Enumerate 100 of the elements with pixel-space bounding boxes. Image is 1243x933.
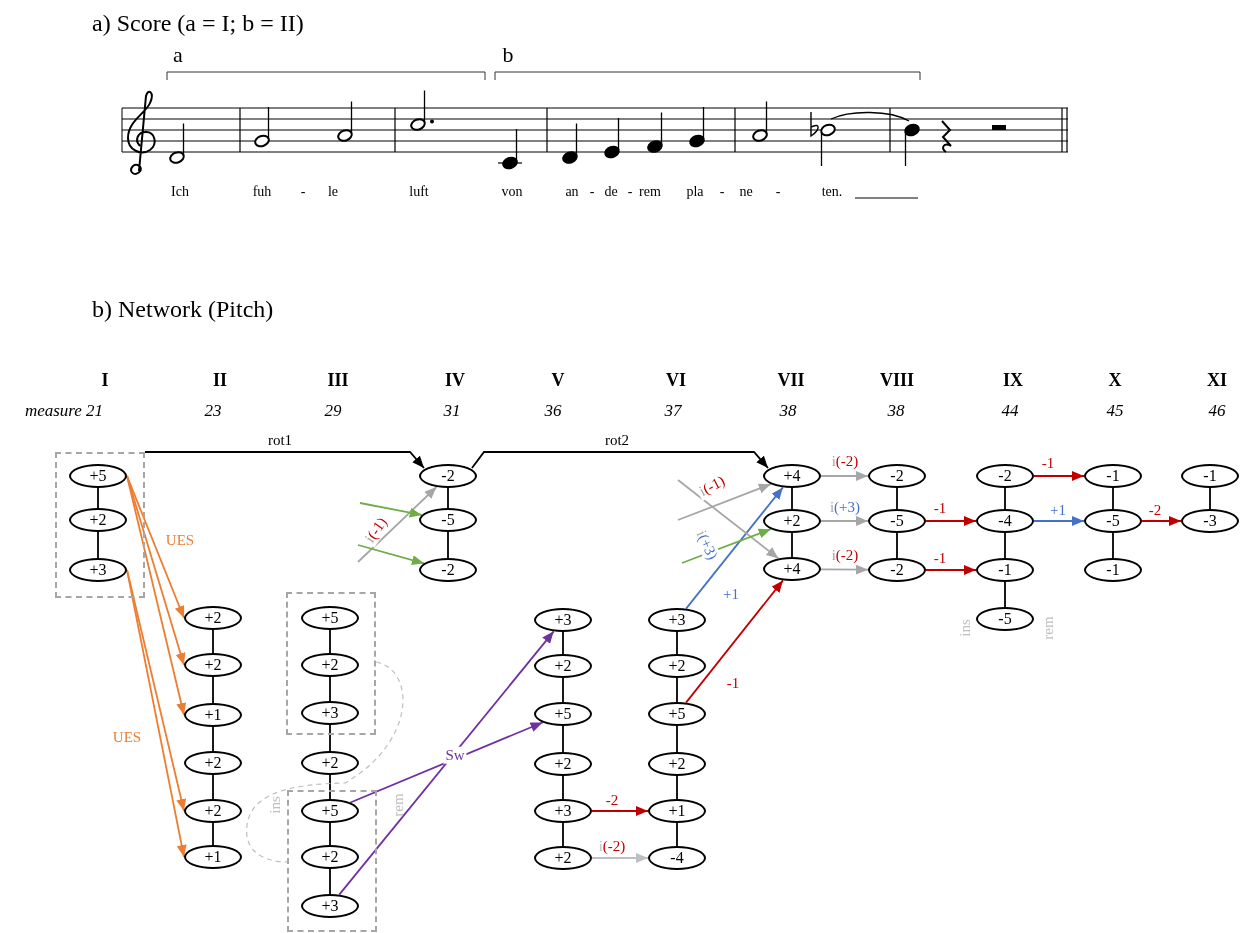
connector-line xyxy=(1112,487,1114,510)
section-heading: a) Score (a = I; b = II) xyxy=(92,10,304,37)
lyric-syllable: de xyxy=(604,184,618,200)
arrow xyxy=(357,486,438,563)
connector-line xyxy=(1004,581,1006,608)
arrow xyxy=(126,569,187,812)
pitch-ellipse: -1 xyxy=(1084,558,1142,582)
connector-line xyxy=(676,677,678,703)
connector-line xyxy=(562,775,564,800)
pitch-ellipse: +2 xyxy=(763,509,821,533)
connector-line xyxy=(212,726,214,752)
arrow xyxy=(144,451,425,469)
arrow xyxy=(1033,471,1085,481)
connector-line xyxy=(212,822,214,846)
arrow xyxy=(925,516,977,526)
pitch-ellipse: +5 xyxy=(69,464,127,488)
lyric-syllable: le xyxy=(327,184,339,200)
connector-line xyxy=(212,774,214,800)
pitch-ellipse: -1 xyxy=(976,558,1034,582)
connector-line xyxy=(329,724,331,752)
connector-line xyxy=(329,629,331,654)
measure-number: 38 xyxy=(887,401,905,421)
pitch-ellipse: +5 xyxy=(301,799,359,823)
edge-label: i(+3) xyxy=(827,498,863,516)
column-numeral: III xyxy=(327,371,349,391)
lyric-syllable: Ich xyxy=(171,184,189,200)
connector-line xyxy=(896,487,898,510)
measure-number: 44 xyxy=(1001,401,1019,421)
pitch-ellipse: -1 xyxy=(1181,464,1239,488)
connector-line xyxy=(1004,487,1006,510)
lyric-syllable: an xyxy=(565,184,579,200)
column-numeral: II xyxy=(213,371,227,391)
arrow xyxy=(685,486,784,610)
pitch-ellipse: +4 xyxy=(763,464,821,488)
arrow xyxy=(126,475,187,716)
measure-number: measure 21 xyxy=(24,401,104,421)
dashed-group-box xyxy=(287,790,377,932)
connector-line xyxy=(329,868,331,895)
connector-line xyxy=(212,629,214,654)
pitch-ellipse: -5 xyxy=(419,508,477,532)
pitch-ellipse: -2 xyxy=(419,558,477,582)
arrow xyxy=(820,564,869,575)
lyric-syllable: von xyxy=(501,184,523,200)
edge-label: Sw xyxy=(443,746,467,764)
connector-line xyxy=(562,631,564,655)
dashed-connector xyxy=(246,661,404,863)
connector-line xyxy=(791,532,793,558)
bracket-label: b xyxy=(502,42,514,68)
connector-line xyxy=(329,822,331,846)
pitch-ellipse: +5 xyxy=(301,606,359,630)
edge-label: i(-2) xyxy=(829,452,861,470)
pitch-ellipse: +2 xyxy=(184,751,242,775)
arrow xyxy=(591,853,649,863)
measure-number: 46 xyxy=(1208,401,1226,421)
measure-number: 29 xyxy=(324,401,342,421)
pitch-ellipse: +2 xyxy=(184,799,242,823)
pitch-ellipse: +2 xyxy=(184,606,242,630)
measure-number: 37 xyxy=(664,401,682,421)
connector-line xyxy=(562,822,564,847)
connector-line xyxy=(562,677,564,703)
connector-line xyxy=(447,487,449,509)
connector-line xyxy=(97,531,99,559)
pitch-ellipse: -2 xyxy=(868,558,926,582)
pitch-ellipse: -3 xyxy=(1181,509,1239,533)
lyric-syllable: luft xyxy=(409,184,429,200)
pitch-ellipse: +2 xyxy=(69,508,127,532)
pitch-ellipse: +2 xyxy=(534,846,592,870)
side-note: ins xyxy=(956,619,974,637)
lyric-syllable: - xyxy=(300,184,306,200)
arrow xyxy=(359,502,423,518)
connector-line xyxy=(97,487,99,509)
pitch-ellipse: -2 xyxy=(419,464,477,488)
arrow xyxy=(471,451,769,469)
bracket-label: a xyxy=(173,42,183,68)
lyric-syllable: - xyxy=(719,184,725,200)
pitch-ellipse: -4 xyxy=(648,846,706,870)
connector-line xyxy=(896,532,898,559)
lyric-syllable: fuh xyxy=(252,184,272,200)
connector-line xyxy=(1004,532,1006,559)
pitch-ellipse: +3 xyxy=(648,608,706,632)
connector-line xyxy=(676,822,678,847)
side-note: rem xyxy=(389,793,407,817)
arrow xyxy=(1141,516,1182,526)
edge-label: i(-2) xyxy=(596,837,628,855)
pitch-ellipse: +3 xyxy=(534,608,592,632)
connector-line xyxy=(447,531,449,559)
pitch-ellipse: +3 xyxy=(69,558,127,582)
measure-number: 31 xyxy=(443,401,461,421)
pitch-ellipse: +5 xyxy=(534,702,592,726)
measure-number: 36 xyxy=(544,401,562,421)
pitch-ellipse: -2 xyxy=(868,464,926,488)
connector-line xyxy=(212,676,214,704)
pitch-ellipse: +2 xyxy=(301,653,359,677)
connector-line xyxy=(676,775,678,800)
arrow xyxy=(338,630,555,896)
lyric-syllable: ne xyxy=(739,184,753,200)
pitch-ellipse: +2 xyxy=(534,752,592,776)
lyric-syllable: - xyxy=(775,184,781,200)
column-numeral: IV xyxy=(445,371,465,391)
measure-number: 38 xyxy=(779,401,797,421)
